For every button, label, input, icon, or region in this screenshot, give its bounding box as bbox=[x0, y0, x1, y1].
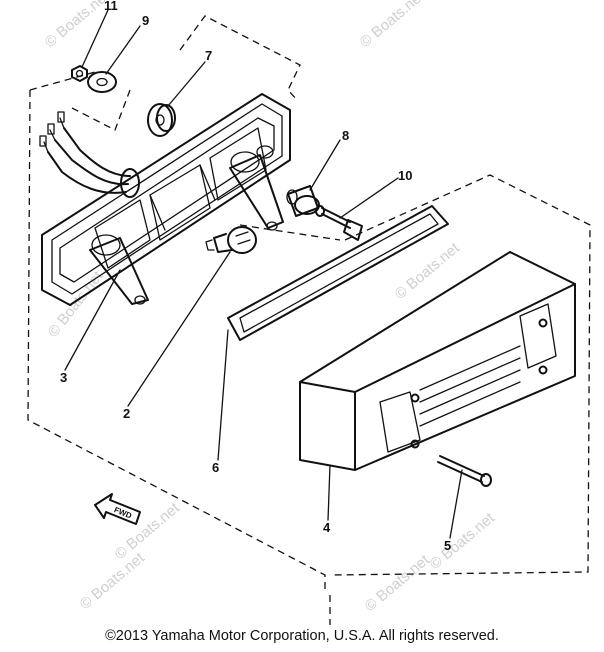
grommet bbox=[147, 103, 176, 137]
washer bbox=[87, 71, 117, 93]
watermark: © Boats.net bbox=[357, 0, 429, 51]
bulb bbox=[205, 226, 257, 254]
callout-9: 9 bbox=[142, 13, 149, 28]
watermark: © Boats.net bbox=[77, 549, 149, 613]
lamp-housing bbox=[39, 93, 291, 306]
lens-screw bbox=[437, 455, 492, 487]
callout-7: 7 bbox=[205, 48, 212, 63]
callout-2: 2 bbox=[123, 406, 130, 421]
screw bbox=[315, 205, 363, 241]
leader-lines bbox=[64, 9, 463, 539]
collar bbox=[286, 185, 320, 217]
callout-11: 11 bbox=[104, 0, 118, 13]
parts-diagram: © Boats.net © Boats.net © Boats.net © Bo… bbox=[27, 0, 591, 625]
callout-6: 6 bbox=[212, 460, 219, 475]
callout-3: 3 bbox=[60, 370, 67, 385]
watermark: © Boats.net bbox=[42, 0, 114, 51]
copyright-notice: ©2013 Yamaha Motor Corporation, U.S.A. A… bbox=[105, 628, 499, 644]
callout-4: 4 bbox=[323, 520, 331, 535]
gasket bbox=[227, 205, 449, 341]
forward-arrow-icon: FWD bbox=[94, 493, 141, 525]
lens bbox=[299, 251, 576, 471]
assembly-outlines bbox=[27, 15, 591, 625]
callout-10: 10 bbox=[398, 168, 412, 183]
watermarks: © Boats.net © Boats.net © Boats.net © Bo… bbox=[42, 0, 499, 615]
watermark: © Boats.net bbox=[362, 551, 434, 615]
nut bbox=[71, 65, 88, 82]
callout-8: 8 bbox=[342, 128, 349, 143]
callout-5: 5 bbox=[444, 538, 451, 553]
callouts: 11 9 7 8 10 3 2 6 4 5 bbox=[60, 0, 451, 553]
watermark: © Boats.net bbox=[427, 509, 499, 573]
watermark: © Boats.net bbox=[45, 267, 107, 340]
